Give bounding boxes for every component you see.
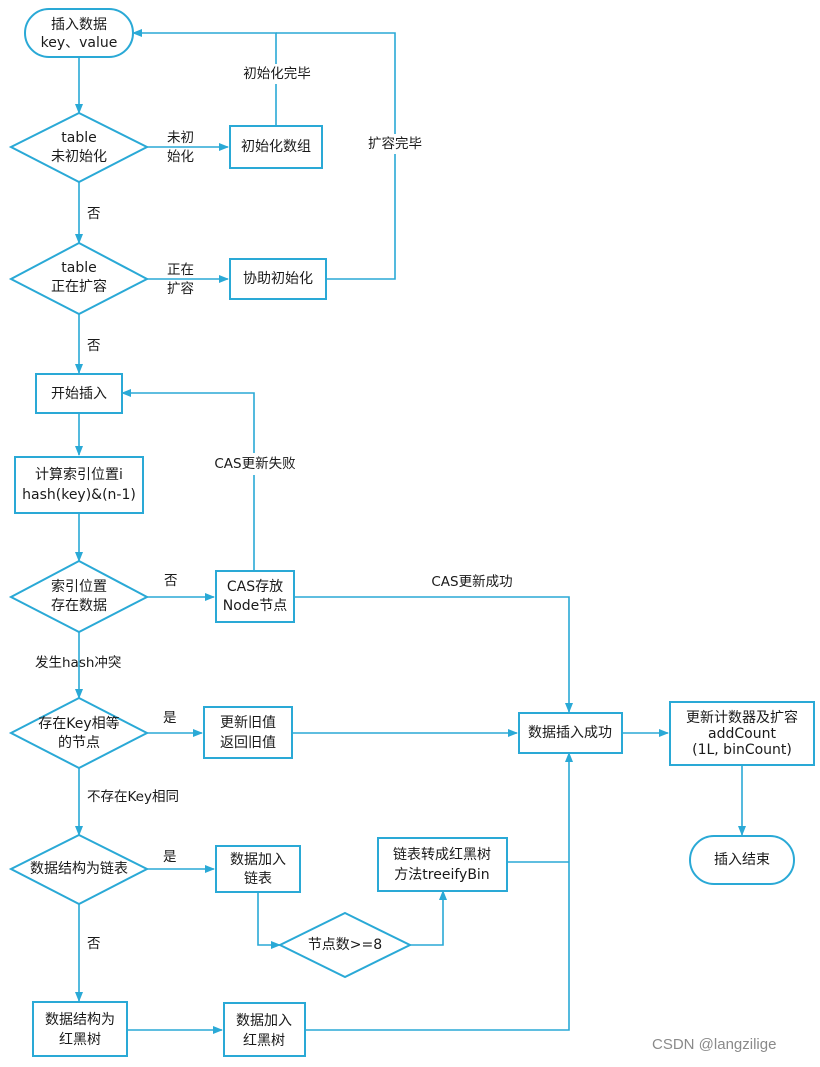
node-update-count-line-2: addCount	[708, 726, 776, 742]
edge-cas-put-to-begin-insert	[121, 389, 255, 571]
label-yes-2: 是	[163, 849, 177, 865]
node-check-init-line-1: table	[61, 130, 96, 146]
node-treeify-line-1: 链表转成红黑树	[393, 847, 491, 863]
node-check-resize-line-1: table	[61, 260, 96, 276]
node-check-list-line-1: 数据结构为链表	[30, 861, 128, 877]
node-add-list: 数据加入 链表	[215, 845, 301, 893]
edge-check-nodes-to-treeify	[410, 890, 447, 946]
node-cas-put-line-1: CAS存放	[227, 579, 283, 595]
node-check-exists-line-2: 存在数据	[51, 598, 107, 614]
node-update-old: 更新旧值 返回旧值	[203, 706, 293, 759]
node-calc-index-line-2: hash(key)&(n-1)	[22, 487, 136, 503]
node-check-key: 存在Key相等 的节点	[8, 696, 150, 770]
node-add-rbtree: 数据加入 红黑树	[223, 1002, 306, 1057]
node-insert-ok: 数据插入成功	[518, 712, 623, 754]
node-begin-insert-line-1: 开始插入	[51, 386, 107, 402]
label-no-1: 否	[87, 206, 101, 222]
node-calc-index-line-1: 计算索引位置i	[35, 466, 123, 483]
node-start-line-2: key、value	[41, 35, 118, 51]
node-update-old-line-1: 更新旧值	[220, 715, 276, 731]
node-init-array-line-1: 初始化数组	[241, 138, 311, 155]
edge-labels: 初始化完毕 扩容完毕 未初 始化 否 正在 扩容 否 CAS更新失败 否 CAS…	[35, 64, 513, 952]
node-check-init: table 未初始化	[8, 111, 150, 184]
node-add-list-line-1: 数据加入	[230, 852, 286, 868]
node-start: 插入数据 key、value	[24, 8, 134, 58]
node-insert-end-line-1: 插入结束	[714, 852, 770, 868]
label-hash-conflict: 发生hash冲突	[35, 655, 121, 671]
node-add-rbtree-line-1: 数据加入	[236, 1013, 292, 1029]
node-treeify-line-2: 方法treeifyBin	[394, 867, 489, 883]
label-resizing-1: 正在	[167, 262, 194, 278]
edge-cas-put-to-insert-ok	[294, 596, 573, 713]
node-check-nodes: 节点数>=8	[277, 911, 413, 979]
label-cas-fail: CAS更新失败	[214, 456, 296, 472]
node-check-key-line-2: 的节点	[58, 735, 100, 751]
node-calc-index: 计算索引位置i hash(key)&(n-1)	[14, 456, 144, 514]
node-update-count-line-1: 更新计数器及扩容	[686, 709, 798, 726]
edge-add-list-to-check-nodes	[257, 892, 281, 949]
label-no-4: 否	[87, 936, 101, 952]
node-check-resize: table 正在扩容	[8, 241, 150, 316]
node-check-exists-line-1: 索引位置	[51, 578, 107, 595]
edges	[75, 29, 746, 1034]
node-help-resize: 协助初始化	[229, 258, 327, 300]
node-update-count: 更新计数器及扩容 addCount (1L, binCount)	[669, 701, 815, 766]
label-cas-success: CAS更新成功	[431, 574, 512, 590]
label-not-init-2: 始化	[167, 149, 194, 165]
label-no-2: 否	[87, 338, 101, 354]
node-is-rbtree-line-1: 数据结构为	[45, 1012, 115, 1028]
label-no-3: 否	[164, 573, 178, 589]
node-update-count-line-3: (1L, binCount)	[692, 742, 792, 758]
node-treeify: 链表转成红黑树 方法treeifyBin	[377, 837, 508, 892]
node-is-rbtree: 数据结构为 红黑树	[32, 1001, 128, 1057]
label-init-done: 初始化完毕	[243, 65, 311, 82]
label-resizing-2: 扩容	[167, 280, 194, 297]
node-add-list-line-2: 链表	[244, 871, 272, 887]
label-resize-done: 扩容完毕	[368, 135, 422, 152]
node-add-rbtree-line-2: 红黑树	[243, 1033, 285, 1049]
node-begin-insert: 开始插入	[35, 373, 123, 414]
label-key-not-same: 不存在Key相同	[87, 789, 179, 805]
node-cas-put-line-2: Node节点	[223, 598, 288, 614]
watermark: CSDN @langzilige	[652, 1036, 776, 1053]
node-check-init-line-2: 未初始化	[51, 148, 107, 165]
edge-add-rbtree-to-insert-ok	[305, 752, 573, 1031]
label-yes-1: 是	[163, 710, 177, 726]
node-cas-put: CAS存放 Node节点	[215, 570, 295, 623]
nodes: 插入数据 key、value table 未初始化 初始化数组 table 正在…	[8, 8, 815, 1057]
node-check-resize-line-2: 正在扩容	[51, 278, 107, 295]
node-check-exists: 索引位置 存在数据	[8, 559, 150, 634]
node-init-array: 初始化数组	[229, 125, 323, 169]
node-update-old-line-2: 返回旧值	[220, 735, 276, 751]
node-insert-end: 插入结束	[689, 835, 795, 885]
node-insert-ok-line-1: 数据插入成功	[528, 725, 612, 741]
edge-help-resize-to-start	[276, 32, 396, 280]
node-help-resize-line-1: 协助初始化	[243, 270, 313, 287]
label-not-init-1: 未初	[167, 129, 194, 146]
node-check-nodes-line-1: 节点数>=8	[308, 937, 382, 953]
node-start-line-1: 插入数据	[51, 17, 107, 33]
node-check-list: 数据结构为链表	[8, 833, 150, 906]
node-is-rbtree-line-2: 红黑树	[59, 1032, 101, 1048]
node-check-key-line-1: 存在Key相等	[38, 715, 119, 732]
